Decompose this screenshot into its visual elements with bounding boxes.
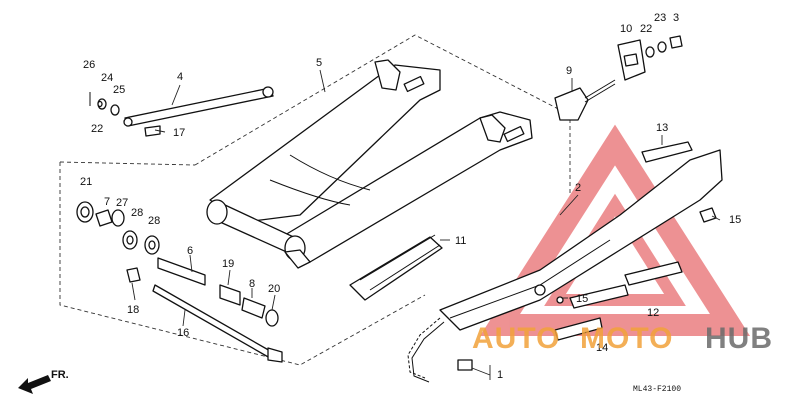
label-part-28-b: 28 bbox=[148, 215, 160, 227]
label-part-20: 20 bbox=[268, 283, 280, 295]
chain-slider bbox=[349, 234, 443, 301]
diagram-code: ML43-F2100 bbox=[633, 385, 681, 394]
label-part-5: 5 bbox=[316, 57, 322, 69]
label-part-4: 4 bbox=[177, 71, 183, 83]
label-part-26: 26 bbox=[83, 59, 95, 71]
label-part-22-left: 22 bbox=[91, 123, 103, 135]
part-labels: 1 2 3 4 5 6 7 8 9 10 11 12 13 14 15 15 1… bbox=[80, 12, 741, 381]
label-part-18: 18 bbox=[127, 304, 139, 316]
leader-lines bbox=[131, 69, 721, 380]
label-part-25: 25 bbox=[113, 84, 125, 96]
chain-case bbox=[439, 141, 723, 341]
direction-label: FR. bbox=[51, 369, 69, 381]
label-part-9: 9 bbox=[566, 65, 572, 77]
label-part-17: 17 bbox=[173, 127, 185, 139]
label-part-19: 19 bbox=[222, 258, 234, 270]
label-part-12: 12 bbox=[647, 307, 659, 319]
dashed-frame-swingarm bbox=[194, 34, 571, 195]
watermark-text: AUTO MOTO HUB bbox=[472, 322, 773, 355]
label-part-7: 7 bbox=[104, 196, 110, 208]
drive-chain bbox=[407, 317, 473, 383]
label-part-16: 16 bbox=[177, 327, 189, 339]
label-part-1: 1 bbox=[497, 369, 503, 381]
label-part-15-right: 15 bbox=[729, 214, 741, 226]
label-part-10: 10 bbox=[620, 23, 632, 35]
pivot-hardware bbox=[76, 201, 279, 327]
dashed-line-pivot-top bbox=[59, 161, 196, 166]
label-part-24: 24 bbox=[101, 72, 113, 84]
label-part-15-lower: 15 bbox=[576, 293, 588, 305]
watermark-text-hub: HUB bbox=[705, 322, 773, 355]
front-direction-arrow: FR. bbox=[18, 369, 69, 394]
stay-rod bbox=[123, 86, 274, 137]
direction-arrow-icon bbox=[18, 375, 51, 394]
pivot-bolt bbox=[152, 284, 283, 363]
watermark-text-moto: MOTO bbox=[580, 322, 673, 355]
label-part-23: 23 bbox=[654, 12, 666, 24]
label-part-2: 2 bbox=[575, 182, 581, 194]
watermark-triangle-outer bbox=[479, 124, 751, 336]
label-part-6: 6 bbox=[187, 245, 193, 257]
swingarm bbox=[206, 59, 533, 269]
label-part-21: 21 bbox=[80, 176, 92, 188]
label-part-14: 14 bbox=[596, 342, 608, 354]
label-part-13: 13 bbox=[656, 122, 668, 134]
label-part-8: 8 bbox=[249, 278, 255, 290]
bracket-assembly bbox=[554, 35, 683, 121]
label-part-11: 11 bbox=[455, 235, 466, 247]
label-part-3: 3 bbox=[673, 12, 679, 24]
dashed-frame-pivot bbox=[59, 162, 426, 366]
label-part-28-a: 28 bbox=[131, 207, 143, 219]
watermark-text-auto: AUTO bbox=[472, 322, 560, 355]
rod-hardware bbox=[89, 92, 120, 116]
label-part-27: 27 bbox=[116, 197, 128, 209]
label-part-22-right: 22 bbox=[640, 23, 652, 35]
